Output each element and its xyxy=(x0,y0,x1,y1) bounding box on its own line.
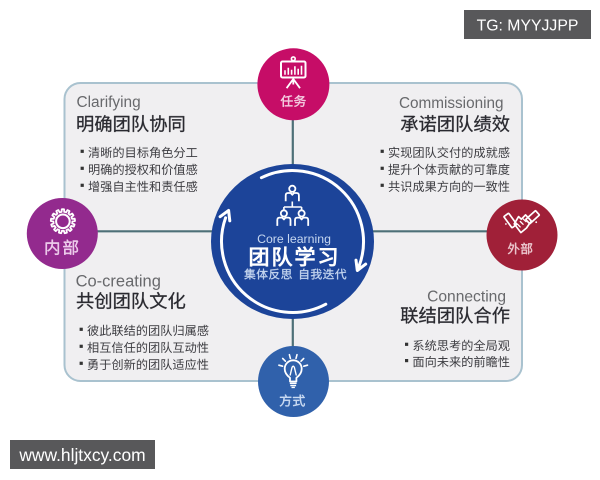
svg-text:www.hljtxcy.com: www.hljtxcy.com xyxy=(18,445,145,465)
svg-text:Clarifying: Clarifying xyxy=(77,94,141,111)
svg-text:Commissioning: Commissioning xyxy=(399,95,504,112)
svg-text:Co-creating: Co-creating xyxy=(76,273,161,291)
svg-text:Connecting: Connecting xyxy=(427,288,506,305)
svg-text:Core learning: Core learning xyxy=(257,232,331,246)
svg-text:TG: MYYJJPP: TG: MYYJJPP xyxy=(477,17,579,34)
